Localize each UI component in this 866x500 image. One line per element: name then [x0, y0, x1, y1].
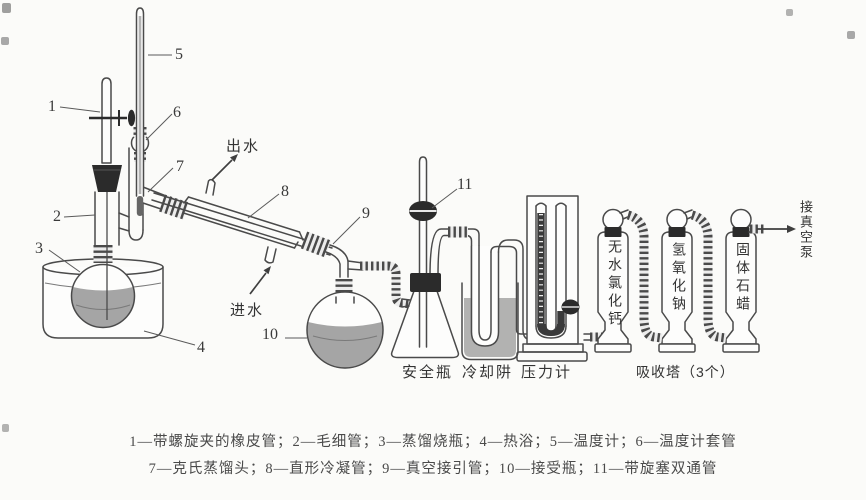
leader-lines [48, 54, 458, 346]
pressure-gauge [516, 195, 605, 362]
to-vacuum-pump-label: 接真空泵 [798, 200, 813, 260]
condenser [151, 178, 333, 264]
water-in-arrow [249, 266, 271, 295]
tower-3-contents-label: 固体石蜡 [735, 242, 751, 314]
vacuum-adapter [325, 244, 366, 299]
cold-trap-label: 冷却阱 [462, 364, 514, 381]
part-label-8: 8 [281, 183, 289, 200]
part-label-1: 1 [48, 98, 56, 115]
part-label-6: 6 [173, 104, 181, 121]
claisen-head [118, 147, 180, 241]
thermometer [135, 7, 145, 216]
water-out-label: 出水 [226, 138, 261, 155]
caption-line-1: 1—带螺旋夹的橡皮管；2—毛细管；3—蒸馏烧瓶；4—热浴；5—温度计；6—温度计… [129, 434, 737, 450]
pressure-gauge-label: 压力计 [521, 364, 573, 381]
distillation-flask [70, 191, 136, 329]
cold-trap [461, 239, 557, 361]
part-label-10: 10 [262, 326, 278, 343]
to-vacuum-pump-arrow [757, 225, 796, 233]
absorption-tower-1 [594, 208, 632, 353]
caption-line-2: 7—克氏蒸馏头；8—直形冷凝管；9—真空接引管；10—接受瓶；11—带旋塞双通管 [148, 461, 718, 477]
receiving-flask [306, 291, 384, 369]
tower-1-contents-label: 无水氯化钙 [607, 239, 623, 329]
safety-bottle [390, 156, 480, 359]
part-label-7: 7 [176, 158, 184, 175]
part-label-5: 5 [175, 46, 183, 63]
rubber-stopper [92, 165, 122, 192]
part-label-2: 2 [53, 208, 61, 225]
part-label-11: 11 [457, 176, 473, 193]
absorption-tower-3 [722, 208, 760, 353]
part-label-3: 3 [35, 240, 43, 257]
part-label-4: 4 [197, 339, 205, 356]
absorption-towers-label: 吸收塔（3个） [636, 364, 735, 380]
part-label-9: 9 [362, 205, 370, 222]
rubber-tube-with-clamp [89, 77, 136, 164]
water-out-arrow [211, 154, 238, 181]
water-in-label: 进水 [230, 302, 265, 319]
safety-bottle-label: 安全瓶 [402, 364, 454, 381]
tower-2-contents-label: 氢氧化钠 [671, 242, 687, 314]
scan-artifacts [1, 3, 855, 432]
absorption-tower-2 [658, 208, 696, 353]
corrugated-tube-receiver-to-safety [360, 261, 411, 309]
